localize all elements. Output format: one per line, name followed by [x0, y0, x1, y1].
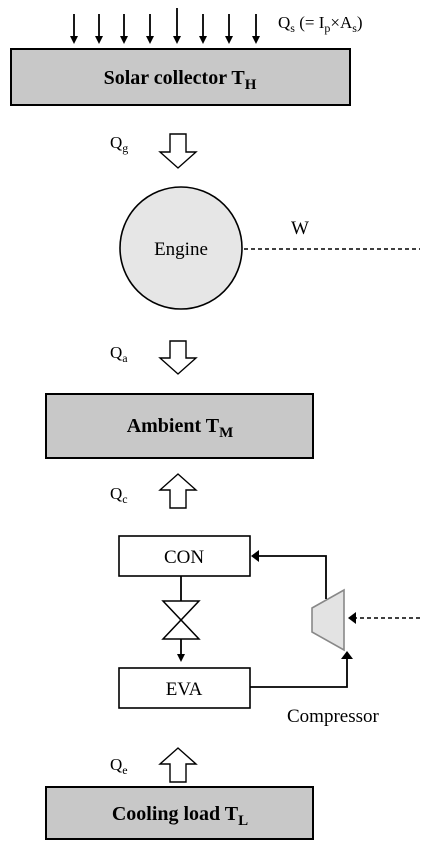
- qg-label: Qg: [110, 133, 128, 155]
- compressor-icon: [311, 588, 345, 652]
- ambient-box: [45, 393, 314, 459]
- work-input-arrowhead: [348, 612, 356, 624]
- work-label: W: [291, 218, 309, 239]
- compressor-inlet-arrowhead: [341, 651, 353, 659]
- solar-irradiance-arrows: [70, 8, 260, 44]
- qc-label: Qc: [110, 484, 128, 506]
- expansion-valve-top-icon: [161, 600, 201, 622]
- qa-arrow-icon: [158, 340, 198, 375]
- cooling-load-label: Cooling load TL: [112, 803, 248, 829]
- qa-label: Qa: [110, 343, 128, 365]
- solar-collector-box: [10, 48, 351, 106]
- solar-collector-label: Solar collector TH: [104, 67, 257, 93]
- condenser-label: CON: [164, 547, 204, 568]
- compressor-to-con-line: [258, 555, 327, 599]
- evaporator-box: [118, 667, 251, 709]
- eva-to-compressor-line: [250, 658, 348, 688]
- qg-arrow-icon: [158, 133, 198, 169]
- expansion-valve-bottom-icon: [161, 618, 201, 640]
- evaporator-label: EVA: [166, 679, 203, 700]
- qc-arrow-icon: [158, 473, 198, 509]
- con-inlet-arrowhead: [251, 550, 259, 562]
- ambient-label: Ambient TM: [127, 415, 234, 441]
- compressor-label: Compressor: [287, 706, 380, 727]
- condenser-box: [118, 535, 251, 577]
- cooling-load-box: [45, 786, 314, 840]
- solar-input-label: Qs (= Ip×As): [278, 13, 363, 35]
- qe-arrow-icon: [158, 747, 198, 783]
- engine-label: Engine: [154, 239, 208, 260]
- engine-circle: [119, 186, 243, 310]
- qe-label: Qe: [110, 755, 128, 777]
